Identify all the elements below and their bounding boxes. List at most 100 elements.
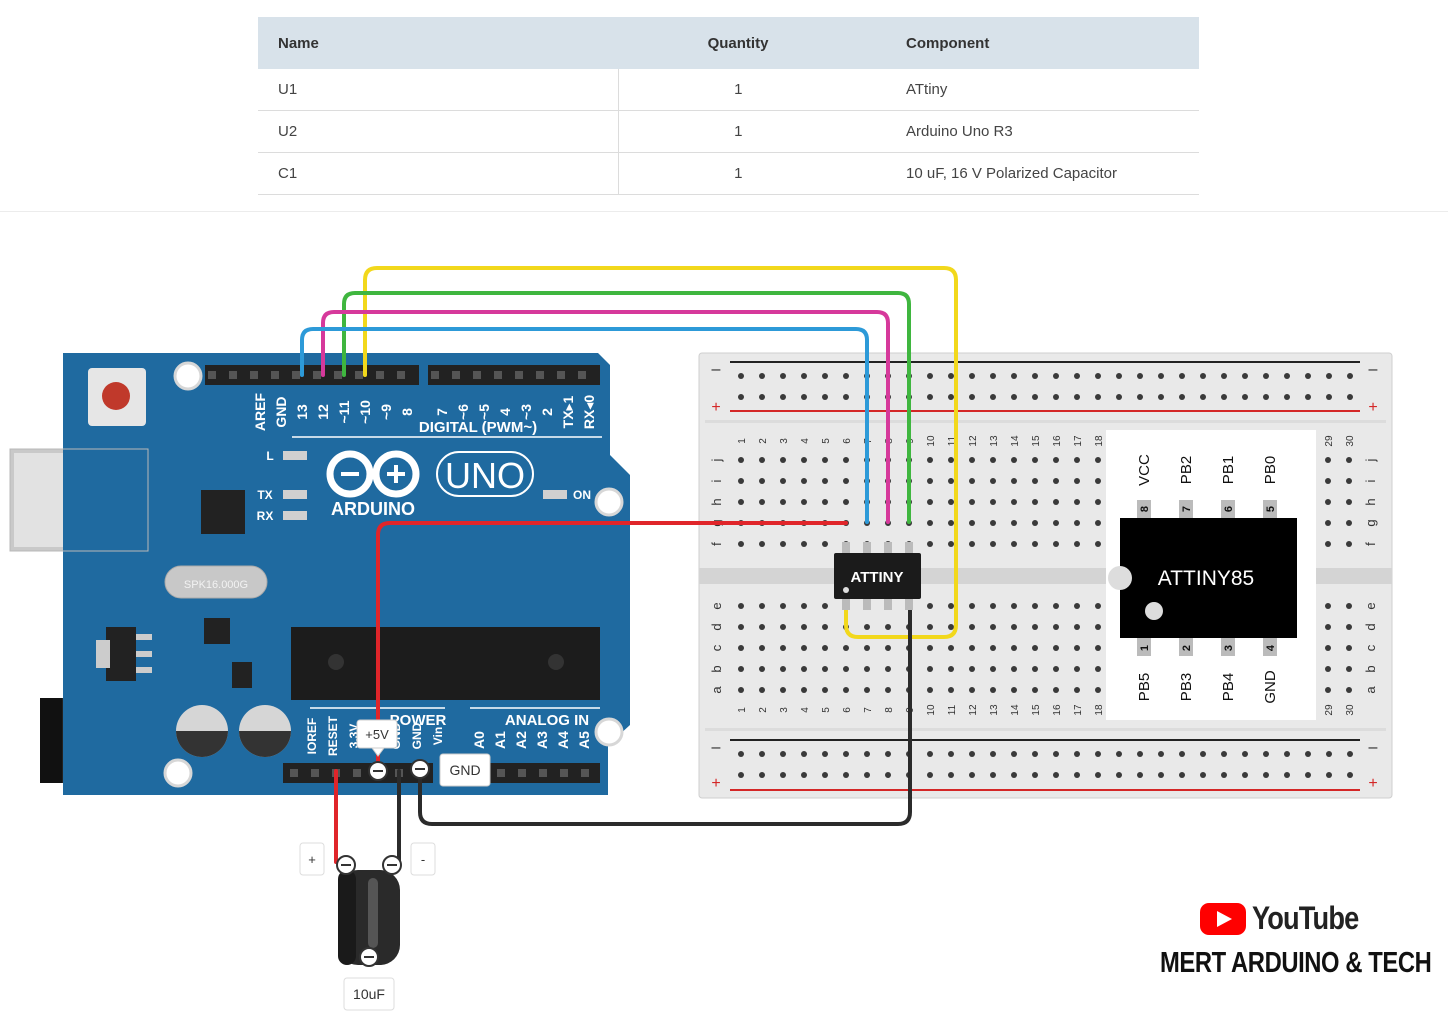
breadboard-hole[interactable] — [1325, 478, 1331, 484]
header-pin[interactable] — [355, 371, 363, 379]
breadboard-hole[interactable] — [1095, 666, 1101, 672]
breadboard-hole[interactable] — [822, 541, 828, 547]
header-pin[interactable] — [292, 371, 300, 379]
breadboard-hole[interactable] — [1011, 666, 1017, 672]
rail-hole[interactable] — [822, 373, 828, 379]
breadboard-hole[interactable] — [738, 687, 744, 693]
rail-hole[interactable] — [1053, 373, 1059, 379]
rail-hole[interactable] — [1053, 751, 1059, 757]
breadboard-hole[interactable] — [801, 666, 807, 672]
rail-hole[interactable] — [738, 373, 744, 379]
header-pin[interactable] — [473, 371, 481, 379]
rail-hole[interactable] — [801, 394, 807, 400]
header-pin[interactable] — [250, 371, 258, 379]
breadboard-hole[interactable] — [990, 478, 996, 484]
breadboard-hole[interactable] — [948, 499, 954, 505]
breadboard-hole[interactable] — [864, 687, 870, 693]
rail-hole[interactable] — [1242, 751, 1248, 757]
breadboard-hole[interactable] — [864, 624, 870, 630]
breadboard-hole[interactable] — [1346, 520, 1352, 526]
breadboard-hole[interactable] — [927, 541, 933, 547]
rail-hole[interactable] — [1242, 394, 1248, 400]
rail-hole[interactable] — [1137, 373, 1143, 379]
rail-hole[interactable] — [801, 751, 807, 757]
breadboard-hole[interactable] — [843, 645, 849, 651]
rail-hole[interactable] — [969, 772, 975, 778]
rail-hole[interactable] — [822, 772, 828, 778]
breadboard-hole[interactable] — [885, 666, 891, 672]
breadboard-hole[interactable] — [1011, 687, 1017, 693]
rail-hole[interactable] — [1284, 751, 1290, 757]
breadboard-hole[interactable] — [1053, 520, 1059, 526]
rail-hole[interactable] — [759, 394, 765, 400]
breadboard-hole[interactable] — [1011, 499, 1017, 505]
breadboard-hole[interactable] — [1095, 457, 1101, 463]
breadboard-hole[interactable] — [759, 457, 765, 463]
breadboard-hole[interactable] — [1346, 666, 1352, 672]
breadboard-hole[interactable] — [759, 666, 765, 672]
breadboard-hole[interactable] — [1074, 687, 1080, 693]
rail-hole[interactable] — [822, 751, 828, 757]
rail-hole[interactable] — [1116, 751, 1122, 757]
breadboard-hole[interactable] — [822, 499, 828, 505]
breadboard-hole[interactable] — [843, 478, 849, 484]
rail-hole[interactable] — [1116, 373, 1122, 379]
breadboard-hole[interactable] — [1074, 499, 1080, 505]
breadboard-hole[interactable] — [1053, 687, 1059, 693]
breadboard-hole[interactable] — [1053, 457, 1059, 463]
breadboard-hole[interactable] — [1032, 541, 1038, 547]
breadboard-hole[interactable] — [948, 624, 954, 630]
breadboard-hole[interactable] — [738, 541, 744, 547]
rail-hole[interactable] — [1284, 394, 1290, 400]
rail-hole[interactable] — [969, 373, 975, 379]
breadboard-hole[interactable] — [927, 687, 933, 693]
breadboard-hole[interactable] — [822, 478, 828, 484]
rail-hole[interactable] — [927, 772, 933, 778]
rail-hole[interactable] — [843, 772, 849, 778]
breadboard-hole[interactable] — [801, 457, 807, 463]
rail-hole[interactable] — [1074, 373, 1080, 379]
rail-hole[interactable] — [927, 751, 933, 757]
rail-hole[interactable] — [1032, 373, 1038, 379]
breadboard-hole[interactable] — [759, 541, 765, 547]
rail-hole[interactable] — [1221, 772, 1227, 778]
breadboard-hole[interactable] — [1053, 645, 1059, 651]
breadboard-hole[interactable] — [864, 645, 870, 651]
rail-hole[interactable] — [1074, 772, 1080, 778]
breadboard-hole[interactable] — [1325, 520, 1331, 526]
header-pin[interactable] — [557, 371, 565, 379]
breadboard-hole[interactable] — [801, 603, 807, 609]
breadboard-hole[interactable] — [843, 457, 849, 463]
rail-hole[interactable] — [738, 394, 744, 400]
rail-hole[interactable] — [1326, 373, 1332, 379]
rail-hole[interactable] — [885, 772, 891, 778]
rail-hole[interactable] — [990, 394, 996, 400]
header-pin[interactable] — [578, 371, 586, 379]
rail-hole[interactable] — [1095, 394, 1101, 400]
breadboard-hole[interactable] — [780, 603, 786, 609]
header-pin[interactable] — [229, 371, 237, 379]
header-pin[interactable] — [397, 371, 405, 379]
rail-hole[interactable] — [843, 394, 849, 400]
breadboard-hole[interactable] — [1325, 499, 1331, 505]
breadboard-hole[interactable] — [738, 457, 744, 463]
rail-hole[interactable] — [780, 373, 786, 379]
breadboard-hole[interactable] — [780, 457, 786, 463]
breadboard-hole[interactable] — [927, 457, 933, 463]
breadboard-hole[interactable] — [1346, 645, 1352, 651]
breadboard-hole[interactable] — [990, 666, 996, 672]
rail-hole[interactable] — [1263, 394, 1269, 400]
breadboard-hole[interactable] — [822, 603, 828, 609]
breadboard-hole[interactable] — [1011, 624, 1017, 630]
breadboard-hole[interactable] — [1074, 603, 1080, 609]
breadboard-hole[interactable] — [738, 478, 744, 484]
rail-hole[interactable] — [759, 751, 765, 757]
breadboard-hole[interactable] — [927, 624, 933, 630]
breadboard-hole[interactable] — [1095, 520, 1101, 526]
header-pin[interactable] — [313, 371, 321, 379]
rail-hole[interactable] — [1242, 772, 1248, 778]
rail-hole[interactable] — [801, 772, 807, 778]
rail-hole[interactable] — [1347, 751, 1353, 757]
breadboard-hole[interactable] — [990, 645, 996, 651]
breadboard-hole[interactable] — [843, 687, 849, 693]
